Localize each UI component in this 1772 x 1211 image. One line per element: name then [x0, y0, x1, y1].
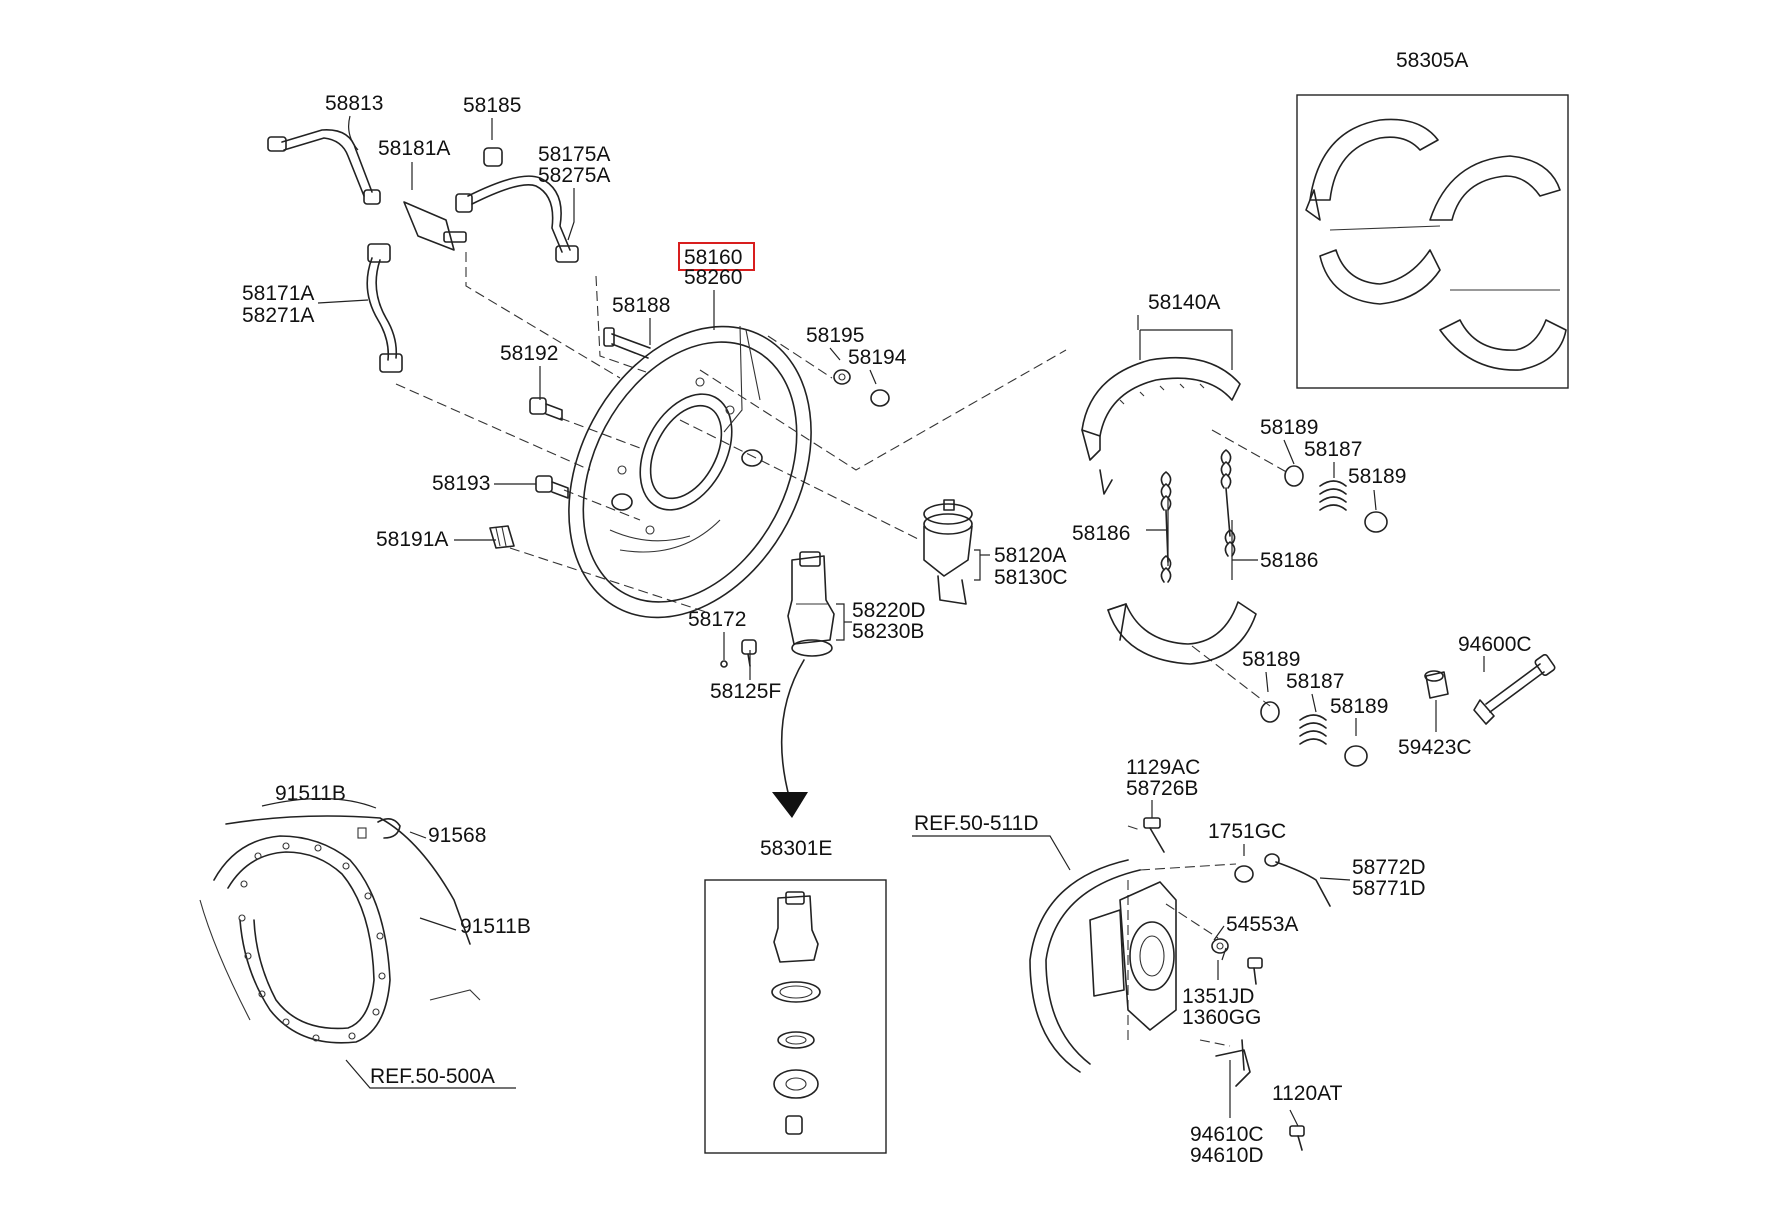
washer-58189-c[interactable] [1260, 701, 1280, 723]
label-91511B-a[interactable]: 91511B [275, 782, 346, 805]
shoe-set-box [1296, 94, 1569, 389]
label-58130C[interactable]: 58130C [994, 566, 1068, 589]
bolt-58188[interactable] [603, 327, 651, 359]
label-58726B[interactable]: 58726B [1126, 777, 1198, 800]
leader-lines [261, 115, 1485, 1127]
part-labels: 58813 58185 58181A 58175A 58275A 58171A … [242, 49, 1532, 1167]
sensor-94610C[interactable] [1215, 1039, 1251, 1087]
kit-box [704, 879, 887, 1154]
label-91568[interactable]: 91568 [428, 824, 486, 847]
brake-shoe-set-58305A[interactable] [1296, 94, 1569, 389]
label-58305A[interactable]: 58305A [1396, 49, 1468, 72]
label-1351JD[interactable]: 1351JD [1182, 985, 1254, 1008]
clip-91568[interactable] [377, 818, 401, 839]
label-REF50-500A[interactable]: REF.50-500A [370, 1065, 495, 1088]
brake-shoe-58140A[interactable] [1081, 357, 1257, 665]
repair-kit-58301E[interactable] [704, 879, 887, 1154]
brake-line-58175A[interactable] [467, 175, 579, 263]
label-58188[interactable]: 58188 [612, 294, 670, 317]
seal-54553A[interactable] [1211, 938, 1229, 954]
label-1129AC[interactable]: 1129AC [1126, 756, 1200, 779]
spring-58187-b[interactable] [1299, 714, 1327, 745]
label-58271A[interactable]: 58271A [242, 304, 314, 327]
label-58260[interactable]: 58260 [684, 266, 742, 289]
label-1751GC[interactable]: 1751GC [1208, 820, 1286, 843]
detail-arrow [772, 659, 808, 818]
pin-94600C[interactable] [1473, 653, 1556, 725]
label-58220D[interactable]: 58220D [852, 599, 926, 622]
label-58193[interactable]: 58193 [432, 472, 490, 495]
label-58171A[interactable]: 58171A [242, 282, 314, 305]
label-58172[interactable]: 58172 [688, 608, 746, 631]
label-58186-b[interactable]: 58186 [1260, 549, 1318, 572]
label-58772D[interactable]: 58772D [1352, 856, 1426, 879]
label-58275A[interactable]: 58275A [538, 164, 610, 187]
dust-shield-REF50-511D[interactable] [1029, 859, 1141, 1073]
sensor-cable-58772D[interactable] [1264, 853, 1331, 907]
label-58187-a[interactable]: 58187 [1304, 438, 1362, 461]
nut-58194[interactable] [870, 389, 890, 407]
label-59423C[interactable]: 59423C [1398, 736, 1472, 759]
assembly-lines [395, 252, 1291, 1047]
label-58181A[interactable]: 58181A [378, 137, 450, 160]
bushing-59423C[interactable] [1424, 670, 1449, 699]
label-58195[interactable]: 58195 [806, 324, 864, 347]
label-58813[interactable]: 58813 [325, 92, 383, 115]
washer-58189-d[interactable] [1344, 745, 1368, 767]
label-58175A[interactable]: 58175A [538, 143, 610, 166]
bleeder-valve-58125F[interactable] [741, 639, 757, 667]
label-58186-a[interactable]: 58186 [1072, 522, 1130, 545]
label-94600C[interactable]: 94600C [1458, 633, 1532, 656]
label-91511B-b[interactable]: 91511B [460, 915, 531, 938]
label-58120A[interactable]: 58120A [994, 544, 1066, 567]
backing-plate-58160[interactable] [521, 284, 860, 659]
bolt-58193[interactable] [535, 475, 569, 499]
axle-housing-91511B[interactable] [199, 815, 481, 1044]
label-58191A[interactable]: 58191A [376, 528, 448, 551]
label-58189-b[interactable]: 58189 [1348, 465, 1406, 488]
label-58771D[interactable]: 58771D [1352, 877, 1426, 900]
washer-58195[interactable] [833, 369, 851, 385]
label-1360GG[interactable]: 1360GG [1182, 1006, 1261, 1029]
highlight-58160 [678, 242, 755, 271]
brake-line-58171A[interactable] [366, 243, 403, 373]
label-58187-b[interactable]: 58187 [1286, 670, 1344, 693]
label-54553A[interactable]: 54553A [1226, 913, 1298, 936]
label-58192[interactable]: 58192 [500, 342, 558, 365]
brake-line-58813[interactable] [267, 129, 381, 205]
label-58189-a[interactable]: 58189 [1260, 416, 1318, 439]
label-58140A[interactable]: 58140A [1148, 291, 1220, 314]
label-94610C[interactable]: 94610C [1190, 1123, 1264, 1146]
bolt-1129AC[interactable] [1143, 817, 1165, 853]
washer-58189-a[interactable] [1284, 465, 1304, 487]
bolt-1120AT[interactable] [1289, 1125, 1305, 1151]
cap-58191A[interactable] [489, 525, 515, 549]
label-58189-d[interactable]: 58189 [1330, 695, 1388, 718]
brake-fitting-58185[interactable] [483, 147, 503, 167]
hub-assembly[interactable] [1089, 881, 1177, 1031]
wheel-cylinder-58220D[interactable] [787, 551, 835, 657]
spring-58187-a[interactable] [1319, 480, 1347, 511]
label-58301E[interactable]: 58301E [760, 837, 832, 860]
spring-58186-b[interactable] [1220, 449, 1236, 557]
spring-58186-a[interactable] [1160, 471, 1172, 583]
label-1120AT[interactable]: 1120AT [1272, 1082, 1343, 1105]
label-58160[interactable]: 58160 [684, 246, 742, 269]
label-58194[interactable]: 58194 [848, 346, 907, 369]
label-REF50-511D[interactable]: REF.50-511D [914, 812, 1039, 835]
bleeder-58172[interactable] [720, 660, 728, 668]
label-58185[interactable]: 58185 [463, 94, 521, 117]
washer-58189-b[interactable] [1364, 511, 1388, 533]
adjuster-58120A[interactable] [923, 499, 973, 605]
label-58189-c[interactable]: 58189 [1242, 648, 1300, 671]
bolt-1351JD[interactable] [1247, 957, 1263, 985]
nut-1751GC[interactable] [1234, 865, 1254, 883]
label-94610D[interactable]: 94610D [1190, 1144, 1264, 1167]
brake-tee-58181A[interactable] [403, 193, 473, 251]
bolt-58192[interactable] [529, 397, 563, 421]
label-58125F[interactable]: 58125F [710, 680, 781, 703]
label-58230B[interactable]: 58230B [852, 620, 924, 643]
